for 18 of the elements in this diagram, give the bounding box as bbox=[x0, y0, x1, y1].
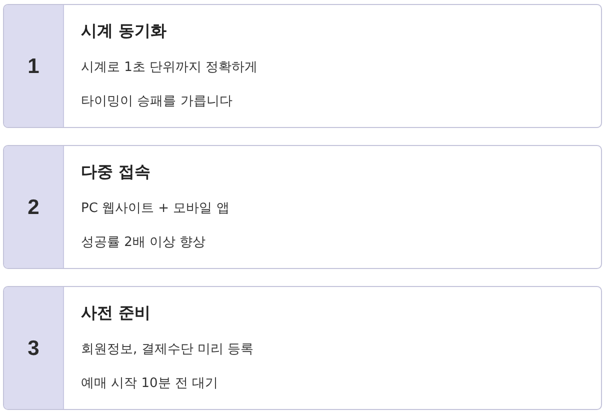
step-card bbox=[3, 286, 602, 410]
step-title: 다중 접속 bbox=[81, 162, 151, 182]
step-description: 성공률 2배 이상 향상 bbox=[81, 234, 206, 252]
step-card bbox=[3, 4, 602, 128]
step-card bbox=[3, 145, 602, 269]
step-number-band bbox=[4, 146, 64, 268]
step-title: 사전 준비 bbox=[81, 303, 151, 323]
step-number: 2 bbox=[28, 196, 40, 218]
step-number-band bbox=[4, 287, 64, 409]
step-number: 3 bbox=[28, 338, 40, 358]
step-number: 1 bbox=[28, 56, 40, 76]
step-title: 시계 동기화 bbox=[81, 21, 167, 41]
step-description: 타이밍이 승패를 가릅니다 bbox=[81, 93, 232, 111]
step-description: 회원정보, 결제수단 미리 등록 bbox=[81, 341, 254, 359]
step-description: PC 웹사이트 + 모바일 앱 bbox=[81, 200, 230, 218]
step-description: 시계로 1초 단위까지 정확하게 bbox=[81, 59, 258, 77]
step-description: 예매 시작 10분 전 대기 bbox=[81, 375, 218, 393]
step-number-band bbox=[4, 5, 64, 127]
